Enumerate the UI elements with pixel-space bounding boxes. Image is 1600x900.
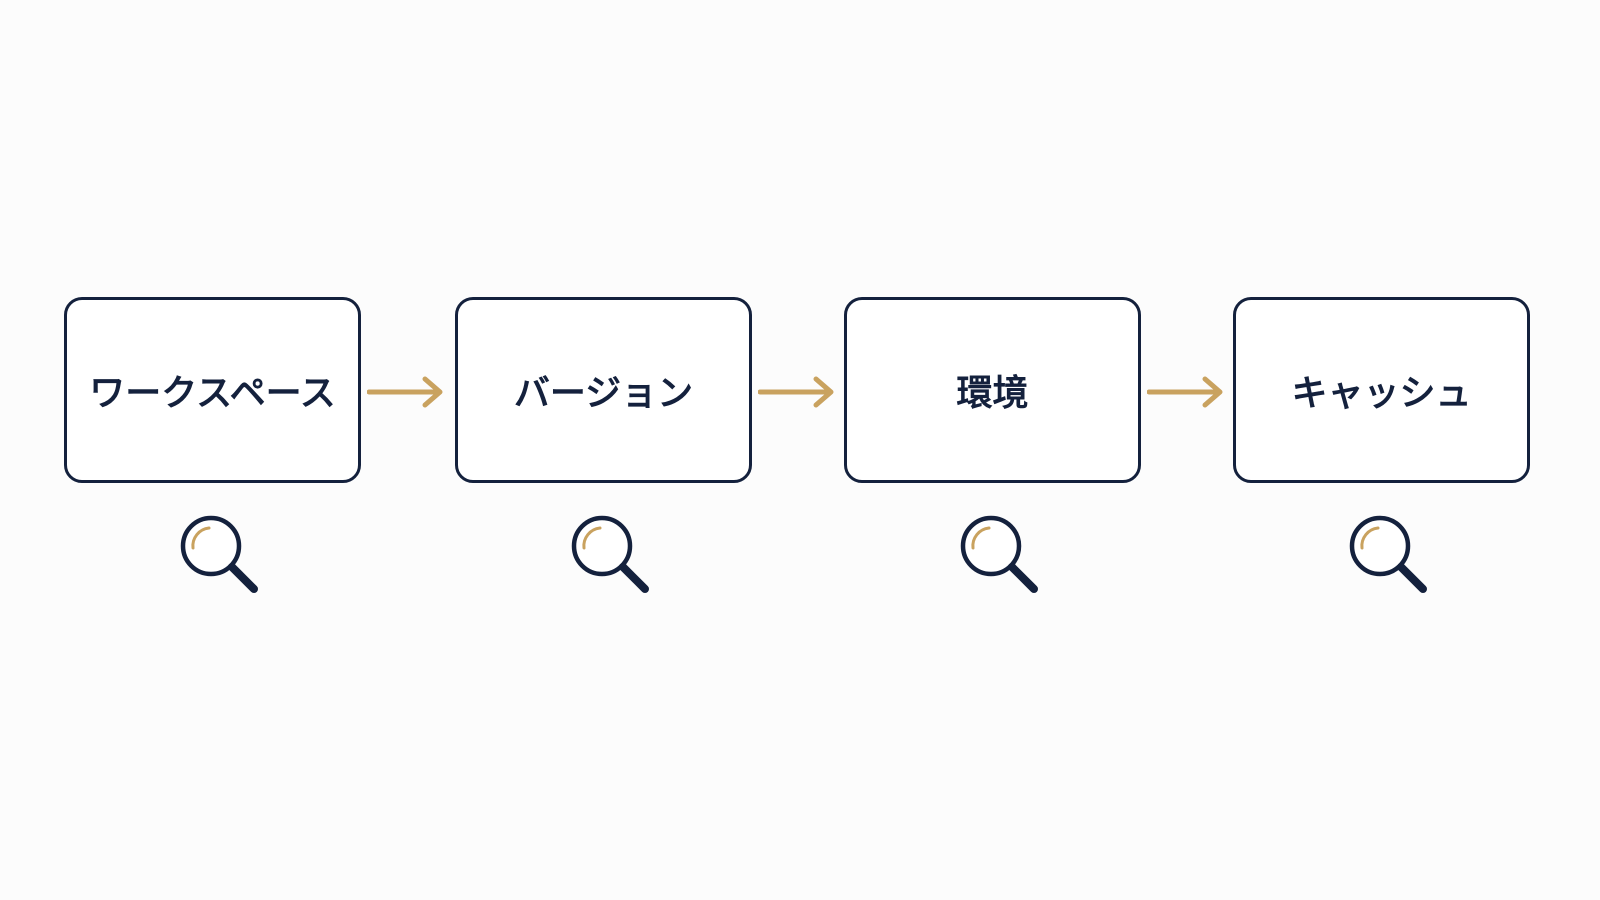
step-label: ワークスペース xyxy=(89,373,336,414)
search-icon xyxy=(960,515,1038,593)
step-box-workspace: ワークスペース xyxy=(64,297,361,483)
arrow-right-icon xyxy=(1147,376,1223,408)
step-box-cache: キャッシュ xyxy=(1233,297,1530,483)
arrow-right-icon xyxy=(367,376,443,408)
step-box-environment: 環境 xyxy=(844,297,1141,483)
search-icon xyxy=(571,515,649,593)
search-icon xyxy=(1349,515,1427,593)
step-label: キャッシュ xyxy=(1291,373,1472,414)
step-box-version: バージョン xyxy=(455,297,752,483)
step-label: バージョン xyxy=(513,373,694,414)
search-icon xyxy=(180,515,258,593)
arrow-right-icon xyxy=(758,376,834,408)
step-label: 環境 xyxy=(956,373,1029,414)
